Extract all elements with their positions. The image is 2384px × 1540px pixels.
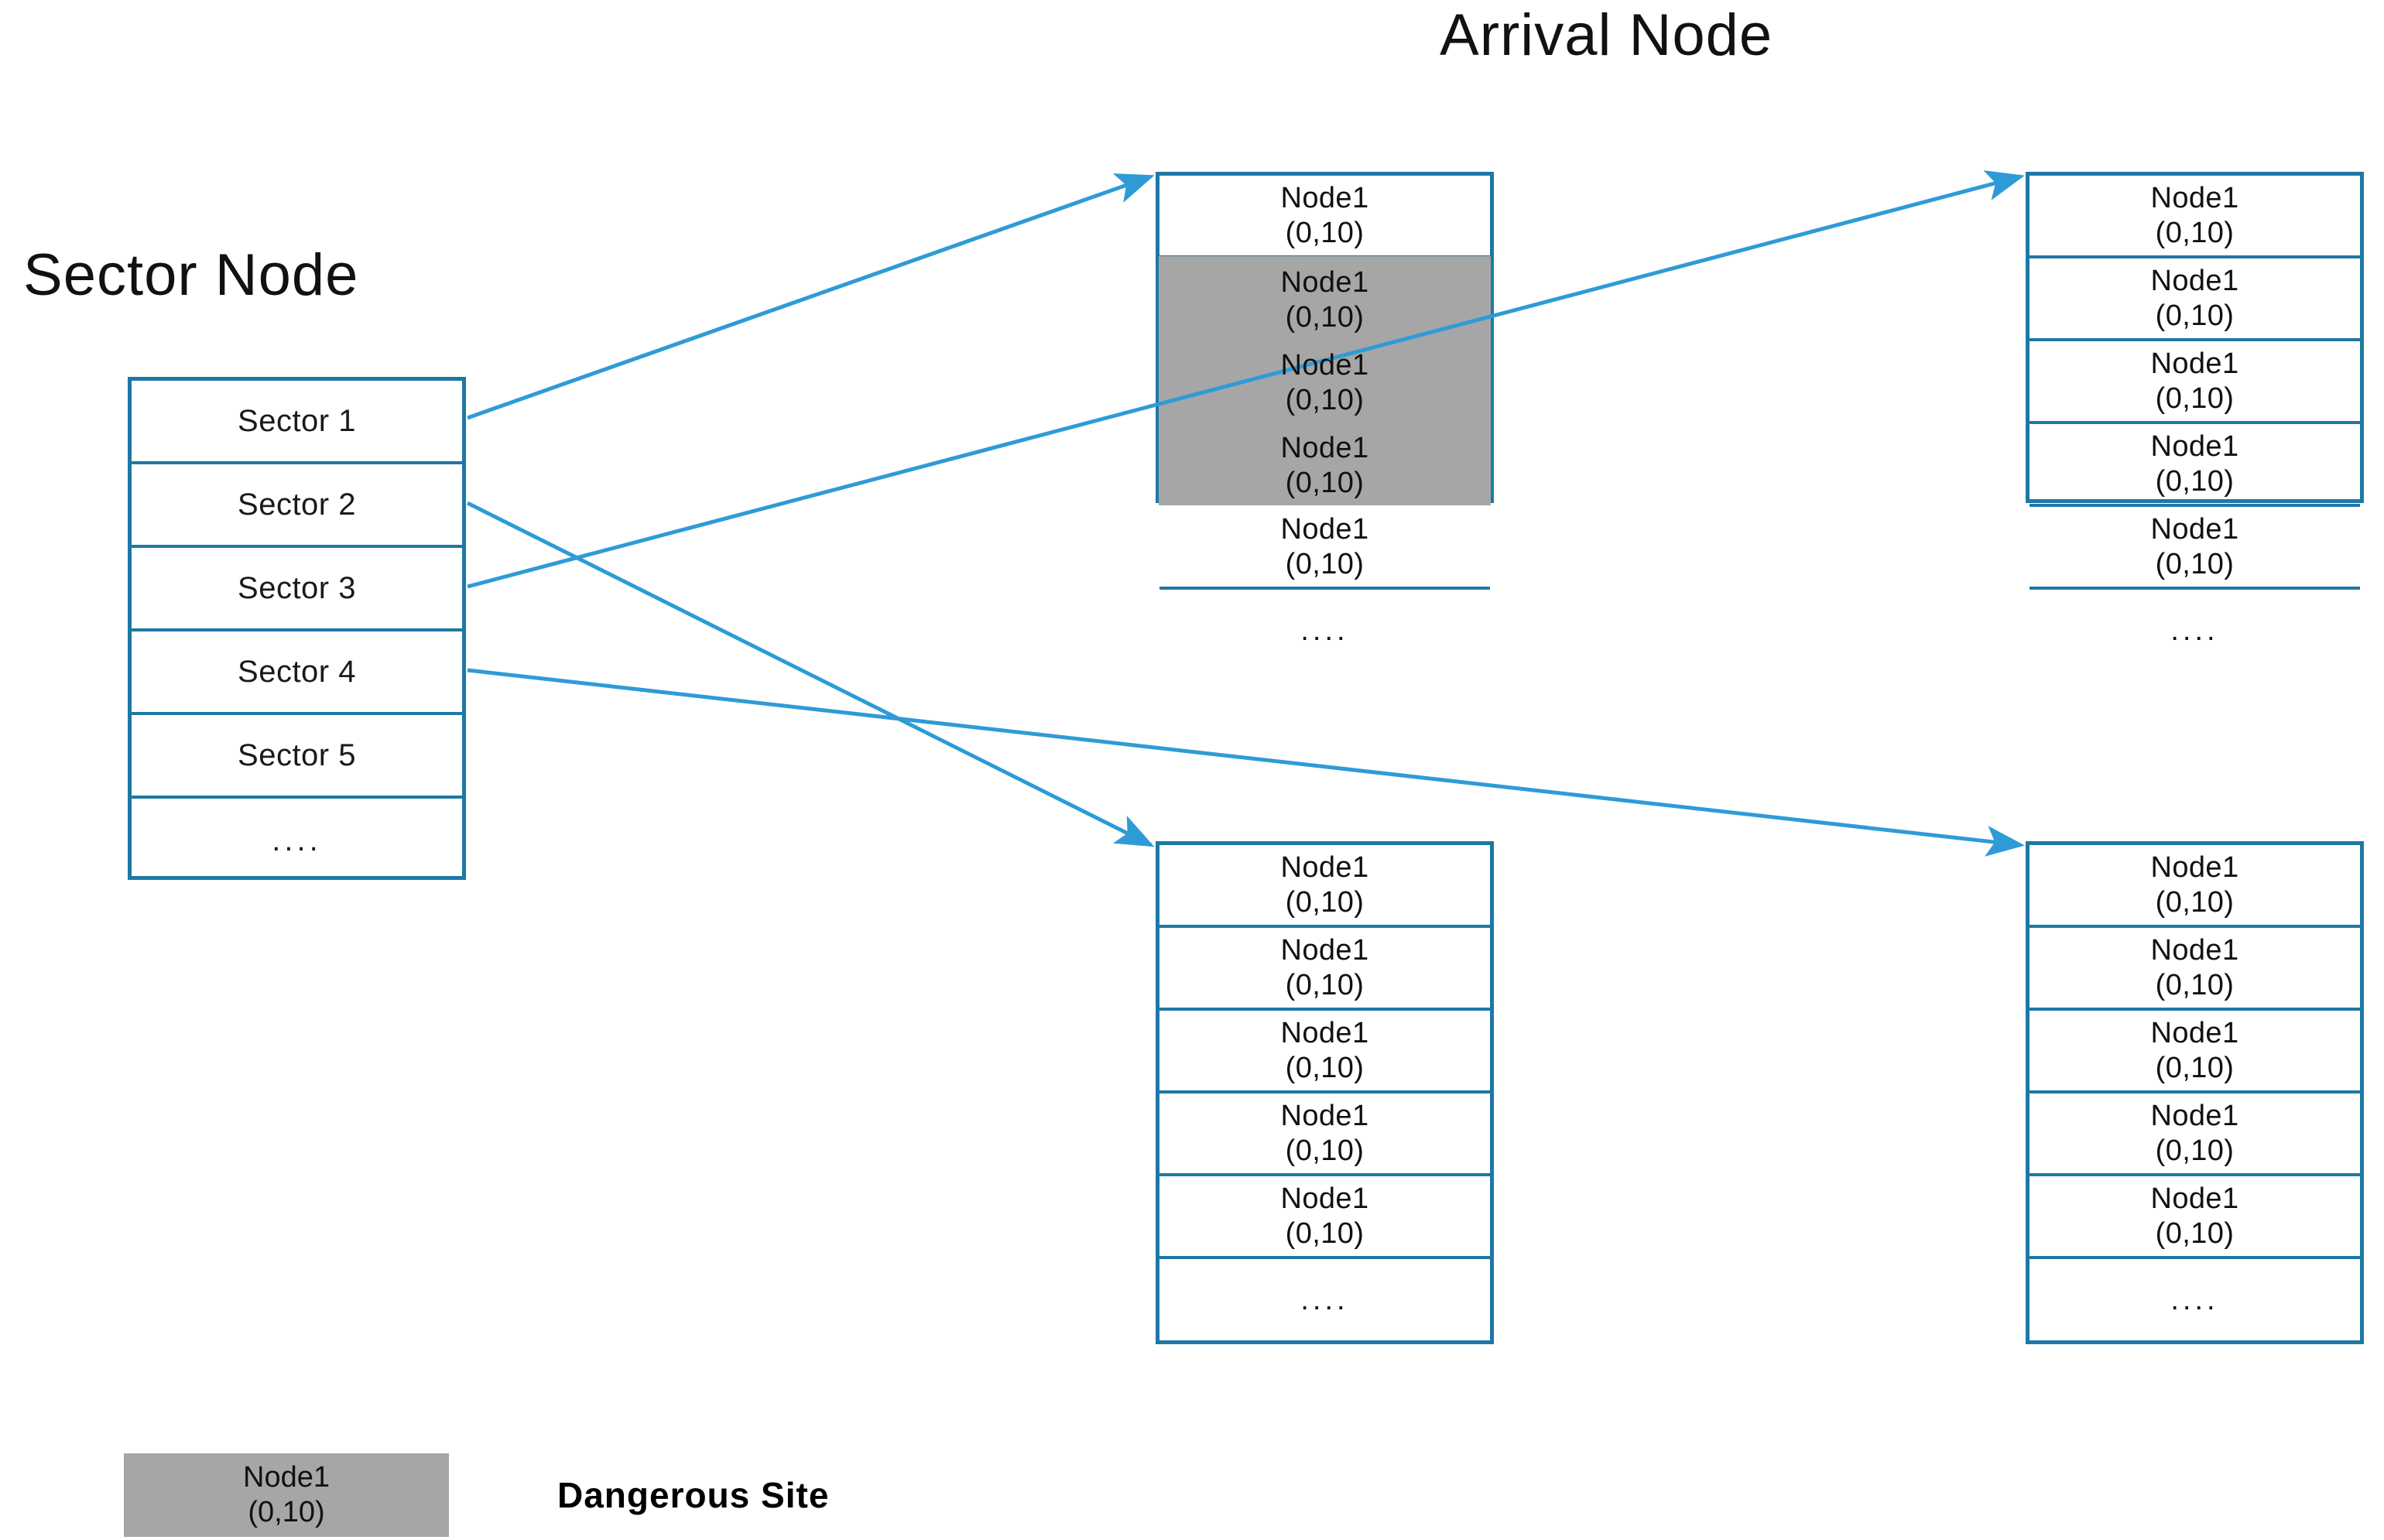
arrival-node-heading: Arrival Node — [1440, 2, 1773, 68]
node-name: Node1 — [2150, 1182, 2239, 1215]
node-name: Node1 — [1280, 181, 1369, 214]
node-coords: (0,10) — [2155, 382, 2235, 415]
arrival-node-row-dangerous[interactable]: Node1 (0,10) — [1159, 256, 1491, 341]
arrival-node-row[interactable]: Node1 (0,10) — [2029, 845, 2360, 928]
node-name: Node1 — [1280, 512, 1369, 546]
node-coords: (0,10) — [1285, 885, 1365, 919]
connector-sector2-to-bottom-left — [466, 501, 1155, 847]
sector-row[interactable]: Sector 1 — [132, 381, 462, 464]
node-name: Node1 — [1280, 1182, 1369, 1215]
node-coords: (0,10) — [1285, 216, 1365, 249]
connector-sector4-to-bottom-right — [467, 668, 2025, 857]
node-coords: (0,10) — [1285, 1134, 1365, 1167]
arrival-node-row-ellipsis: .... — [1159, 1259, 1490, 1342]
ellipsis-text: .... — [1300, 1284, 1349, 1317]
node-coords: (0,10) — [2155, 216, 2235, 249]
arrival-node-row-dangerous[interactable]: Node1 (0,10) — [1159, 422, 1491, 507]
node-coords: (0,10) — [2155, 464, 2235, 498]
arrival-node-row[interactable]: Node1 (0,10) — [1159, 507, 1490, 590]
node-name: Node1 — [1280, 431, 1369, 464]
node-name: Node1 — [1280, 1016, 1369, 1049]
sector-row[interactable]: Sector 4 — [132, 631, 462, 715]
node-coords: (0,10) — [1285, 1217, 1365, 1250]
sector-row[interactable]: Sector 5 — [132, 715, 462, 799]
arrival-node-row-ellipsis: .... — [2029, 1259, 2360, 1342]
node-name: Node1 — [2150, 347, 2239, 380]
arrival-node-table-top-left: Node1 (0,10) Node1 (0,10) Node1 (0,10) N… — [1156, 172, 1494, 647]
node-coords: (0,10) — [2155, 885, 2235, 919]
ellipsis-text: .... — [2170, 1284, 2219, 1317]
ellipsis-text: .... — [1300, 614, 1349, 648]
arrival-node-row[interactable]: Node1 (0,10) — [1159, 176, 1490, 258]
arrival-node-row[interactable]: Node1 (0,10) — [2029, 258, 2360, 341]
node-coords: (0,10) — [1285, 466, 1365, 499]
legend-label: Dangerous Site — [557, 1475, 830, 1515]
arrival-node-row[interactable]: Node1 (0,10) — [1159, 845, 1490, 928]
node-coords: (0,10) — [1285, 300, 1365, 334]
arrival-node-row-ellipsis: .... — [2029, 590, 2360, 672]
node-name: Node1 — [2150, 181, 2239, 214]
arrival-node-row-ellipsis: .... — [1159, 590, 1490, 672]
arrival-node-row[interactable]: Node1 (0,10) — [2029, 1011, 2360, 1093]
node-name: Node1 — [2150, 512, 2239, 546]
sector-row[interactable]: Sector 2 — [132, 464, 462, 548]
node-name: Node1 — [2150, 264, 2239, 297]
arrival-node-table-top-right: Node1 (0,10) Node1 (0,10) Node1 (0,10) N… — [2026, 172, 2364, 647]
node-name: Node1 — [2150, 1099, 2239, 1132]
sector-node-table: Sector 1 Sector 2 Sector 3 Sector 4 Sect… — [128, 377, 466, 880]
node-coords: (0,10) — [2155, 547, 2235, 580]
node-coords: (0,10) — [2155, 299, 2235, 332]
node-name: Node1 — [1280, 1099, 1369, 1132]
arrival-node-row[interactable]: Node1 (0,10) — [1159, 1093, 1490, 1176]
node-coords: (0,10) — [2155, 1134, 2235, 1167]
arrival-node-row[interactable]: Node1 (0,10) — [2029, 1176, 2360, 1259]
node-name: Node1 — [1280, 933, 1369, 967]
node-name: Node1 — [2150, 1016, 2239, 1049]
node-coords: (0,10) — [1285, 547, 1365, 580]
node-coords: (0,10) — [2155, 968, 2235, 1001]
arrival-node-row[interactable]: Node1 (0,10) — [1159, 1176, 1490, 1259]
arrival-node-row[interactable]: Node1 (0,10) — [2029, 928, 2360, 1011]
arrival-node-table-bottom-left: Node1 (0,10) Node1 (0,10) Node1 (0,10) N… — [1156, 841, 1494, 1344]
arrival-node-table-bottom-right: Node1 (0,10) Node1 (0,10) Node1 (0,10) N… — [2026, 841, 2364, 1344]
node-coords: (0,10) — [1285, 1051, 1365, 1084]
arrival-node-row[interactable]: Node1 (0,10) — [1159, 1011, 1490, 1093]
node-name: Node1 — [2150, 850, 2239, 884]
legend: Node1 (0,10) Dangerous Site — [124, 1453, 829, 1537]
node-coords: (0,10) — [2155, 1051, 2235, 1084]
sector-row[interactable]: Sector 3 — [132, 548, 462, 631]
node-name: Node1 — [2150, 429, 2239, 463]
arrival-node-row[interactable]: Node1 (0,10) — [2029, 176, 2360, 258]
arrival-node-row[interactable]: Node1 (0,10) — [2029, 1093, 2360, 1176]
arrival-node-row-dangerous[interactable]: Node1 (0,10) — [1159, 339, 1491, 424]
node-coords: (0,10) — [2155, 1217, 2235, 1250]
legend-swatch-node-name: Node1 — [243, 1461, 330, 1494]
node-name: Node1 — [1280, 850, 1369, 884]
node-coords: (0,10) — [1285, 383, 1365, 416]
legend-dangerous-swatch: Node1 (0,10) — [124, 1453, 449, 1537]
ellipsis-text: .... — [2170, 614, 2219, 648]
node-name: Node1 — [1280, 265, 1369, 299]
connector-sector1-to-top-left — [467, 173, 1155, 420]
node-coords: (0,10) — [1285, 968, 1365, 1001]
arrival-node-row[interactable]: Node1 (0,10) — [2029, 507, 2360, 590]
arrival-node-row[interactable]: Node1 (0,10) — [1159, 928, 1490, 1011]
sector-node-heading: Sector Node — [23, 242, 359, 308]
arrival-node-row[interactable]: Node1 (0,10) — [2029, 341, 2360, 424]
node-name: Node1 — [2150, 933, 2239, 967]
arrival-node-row[interactable]: Node1 (0,10) — [2029, 424, 2360, 507]
legend-swatch-node-coords: (0,10) — [248, 1496, 325, 1528]
node-name: Node1 — [1280, 348, 1369, 382]
sector-row-ellipsis: .... — [272, 823, 322, 857]
